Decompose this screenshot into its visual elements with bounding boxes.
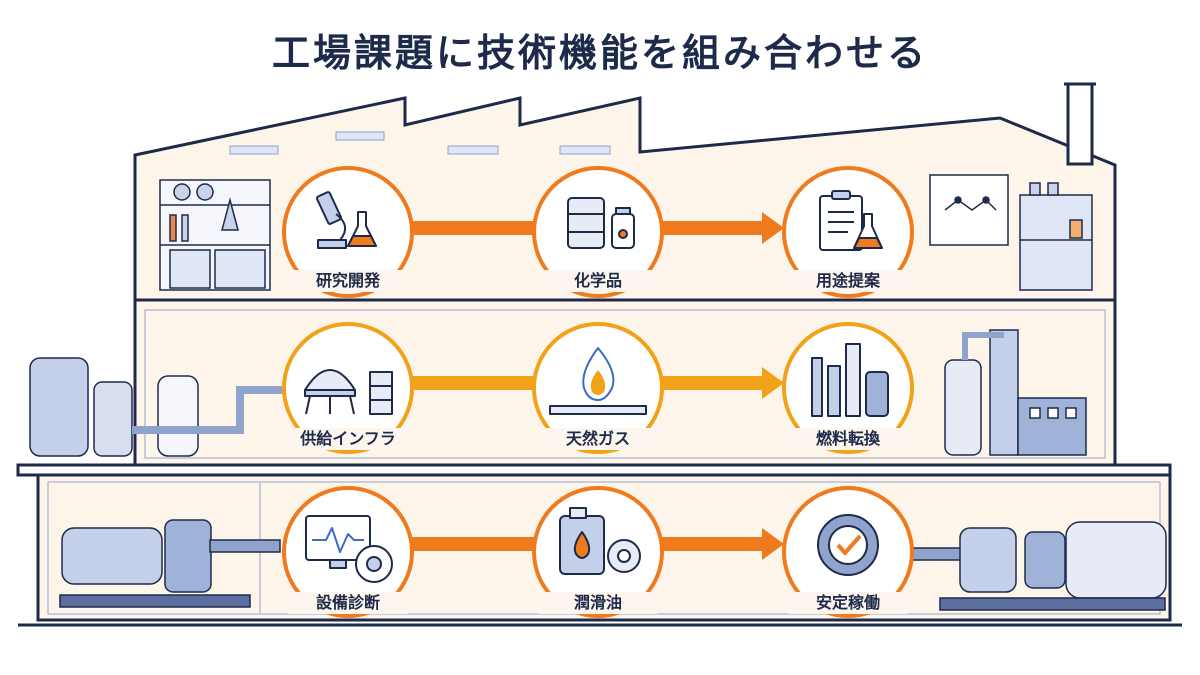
monitor-bearing-icon [305,515,393,583]
microscope-flask-icon [315,191,377,249]
node-label-lubricant: 潤滑油 [536,592,660,614]
plant-towers-icon [811,343,889,417]
node-label-research: 研究開発 [286,270,410,292]
page-title: 工場課題に技術機能を組み合わせる [271,31,928,75]
row-arrows [412,212,784,560]
node-label-natural-gas: 天然ガス [536,428,660,450]
node-research [282,166,414,298]
drum-bottle-icon [567,197,635,249]
pump-motor-left [59,519,281,608]
node-label-application: 用途提案 [786,270,910,292]
node-label-fuel-conversion: 燃料転換 [786,428,910,450]
node-label-chemicals: 化学品 [536,270,660,292]
storage-tanks-left [29,357,296,457]
arrow-energy-2 [662,367,784,399]
flame-icon [549,347,647,415]
arrow-lab-2 [662,212,784,244]
arrow-lab-1 [412,221,538,235]
node-label-infrastructure: 供給インフラ [286,428,410,450]
arrow-energy-1 [412,376,538,390]
lab-shelves-right [1019,182,1093,291]
lab-shelves-left [159,179,271,291]
clipboard-flask-icon [819,190,883,251]
molecule-whiteboard [929,174,1009,246]
oil-can-gear-icon [559,507,641,575]
distillation-plant-right [944,329,1087,456]
node-label-diagnostics: 設備診断 [286,592,410,614]
gear-check-icon [817,514,879,576]
pump-motor-right [904,521,1167,611]
gas-tank-icon [304,369,393,415]
arrow-equip-1 [412,537,538,551]
node-label-stable-operation: 安定稼働 [786,592,910,614]
arrow-equip-2 [662,528,784,560]
